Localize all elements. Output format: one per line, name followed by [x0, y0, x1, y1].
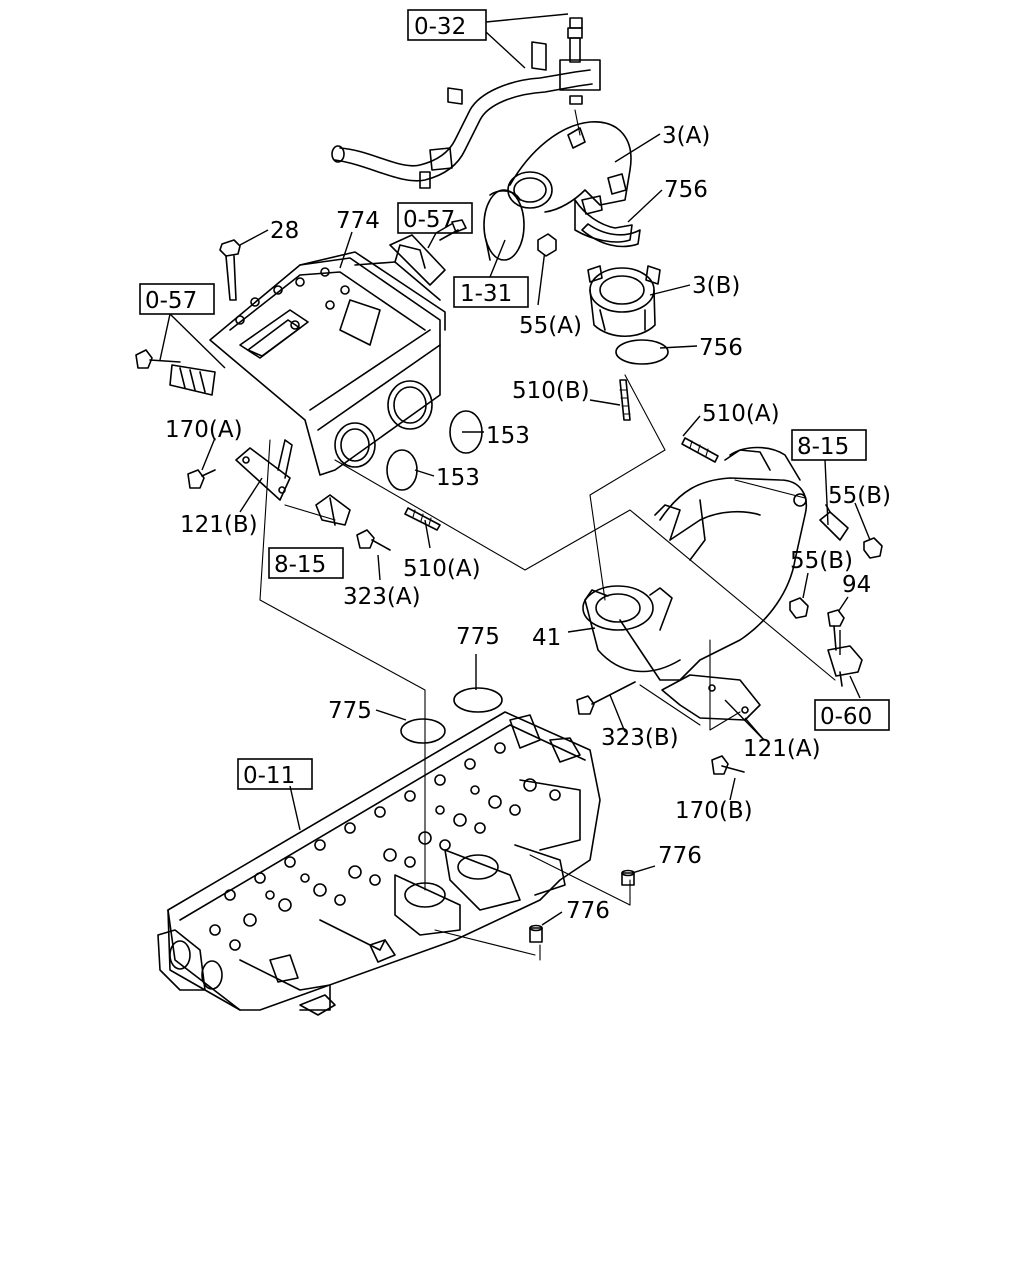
reference-label: 0-57 — [145, 288, 197, 314]
reference-box-0-57-left[interactable]: 0-57 — [139, 283, 215, 315]
reference-label: 0-57 — [403, 207, 455, 233]
part-label-510a-bottom[interactable]: 510(A) — [403, 556, 481, 582]
part-label-776-left[interactable]: 776 — [566, 898, 610, 924]
bolt-0-57-left[interactable] — [135, 349, 216, 396]
bracket-121a[interactable] — [661, 674, 761, 721]
sensor-8-15-right[interactable] — [819, 504, 849, 541]
o-ring-153-top[interactable] — [449, 410, 483, 454]
part-label-170a[interactable]: 170(A) — [165, 417, 243, 443]
part-label-775-left[interactable]: 775 — [328, 698, 372, 724]
reference-box-8-15-right[interactable]: 8-15 — [791, 429, 867, 461]
o-ring-153-bottom[interactable] — [386, 449, 418, 491]
clip-0-60[interactable] — [827, 645, 863, 687]
nut-55a[interactable] — [537, 233, 557, 257]
part-label-94[interactable]: 94 — [842, 572, 871, 598]
part-label-774[interactable]: 774 — [336, 208, 380, 234]
bracket-8-15-left[interactable] — [315, 494, 351, 526]
part-label-3a[interactable]: 3(A) — [662, 123, 710, 149]
reference-label: 8-15 — [797, 434, 849, 460]
reference-box-1-31[interactable]: 1-31 — [453, 276, 529, 308]
part-label-55b-top[interactable]: 55(B) — [828, 483, 891, 509]
dowel-pin-776-left[interactable] — [529, 924, 543, 943]
nut-55b-mid[interactable] — [789, 597, 809, 619]
part-label-28[interactable]: 28 — [270, 218, 299, 244]
part-label-323b[interactable]: 323(B) — [601, 725, 679, 751]
leader-lines — [159, 13, 871, 926]
part-label-323a[interactable]: 323(A) — [343, 584, 421, 610]
reference-label: 0-11 — [243, 763, 295, 789]
part-label-776-right[interactable]: 776 — [658, 843, 702, 869]
bolt-170a[interactable] — [187, 469, 216, 489]
reference-box-0-57-top[interactable]: 0-57 — [397, 202, 473, 234]
stud-510a-bottom[interactable] — [404, 507, 441, 531]
dowel-pin-776-right[interactable] — [621, 869, 635, 886]
reference-label: 0-32 — [414, 14, 466, 40]
stud-510a-top[interactable] — [681, 437, 719, 463]
bolt-94[interactable] — [827, 609, 845, 651]
cylinder-head-0-11[interactable] — [157, 711, 601, 1016]
part-label-756-top[interactable]: 756 — [664, 177, 708, 203]
coolant-pipe[interactable] — [331, 17, 601, 189]
manifold-cover-774[interactable] — [209, 244, 446, 476]
reference-box-0-60[interactable]: 0-60 — [814, 699, 890, 731]
reference-box-0-11[interactable]: 0-11 — [237, 758, 313, 790]
part-label-55b-mid[interactable]: 55(B) — [790, 548, 853, 574]
part-label-756-bottom[interactable]: 756 — [699, 335, 743, 361]
part-label-121a[interactable]: 121(A) — [743, 736, 821, 762]
part-label-41[interactable]: 41 — [532, 625, 561, 651]
part-label-170b[interactable]: 170(B) — [675, 798, 753, 824]
nut-55b-top[interactable] — [863, 537, 883, 559]
thermostat-1-31[interactable] — [483, 189, 525, 261]
bolt-28[interactable] — [219, 239, 241, 301]
part-label-510b[interactable]: 510(B) — [512, 378, 590, 404]
reference-box-0-32[interactable]: 0-32 — [407, 9, 487, 41]
bolt-323b[interactable] — [576, 681, 636, 715]
thermostat-housing-3a[interactable] — [507, 121, 633, 243]
reference-label: 0-60 — [820, 704, 872, 730]
reference-box-8-15-left[interactable]: 8-15 — [268, 547, 344, 579]
o-ring-756-bottom[interactable] — [615, 339, 669, 365]
exhaust-elbow-41[interactable] — [582, 446, 807, 681]
reference-label: 8-15 — [274, 552, 326, 578]
bolt-323a[interactable] — [356, 529, 391, 551]
part-label-55a[interactable]: 55(A) — [519, 313, 582, 339]
stud-510b[interactable] — [619, 379, 631, 421]
part-label-3b[interactable]: 3(B) — [692, 273, 740, 299]
gasket-121b[interactable] — [235, 439, 293, 501]
gasket-756-top[interactable] — [581, 223, 641, 248]
part-label-153-top[interactable]: 153 — [486, 423, 530, 449]
bolt-170b[interactable] — [711, 755, 745, 775]
part-label-510a-top[interactable]: 510(A) — [702, 401, 780, 427]
thermostat-case-3b[interactable] — [587, 265, 661, 337]
part-label-121b[interactable]: 121(B) — [180, 512, 258, 538]
heat-shield-bracket-0-57[interactable] — [389, 219, 467, 286]
reference-label: 1-31 — [460, 281, 512, 307]
part-label-775-right[interactable]: 775 — [456, 624, 500, 650]
alignment-lines — [259, 109, 836, 961]
o-ring-775-left[interactable] — [400, 718, 446, 744]
o-ring-775-right[interactable] — [453, 687, 503, 713]
part-label-153-bottom[interactable]: 153 — [436, 465, 480, 491]
